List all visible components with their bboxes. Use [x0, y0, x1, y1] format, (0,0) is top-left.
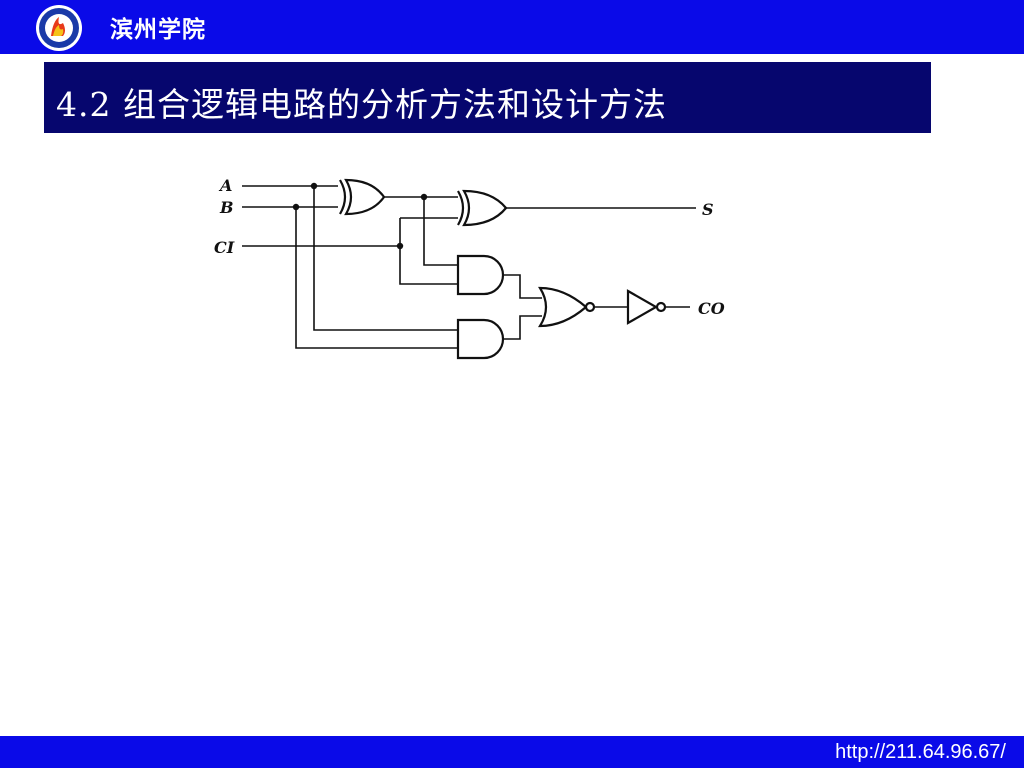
full-adder-circuit-diagram: A B CI S CO [214, 176, 725, 360]
nor-gate [538, 286, 596, 328]
wire-xor1-to-and [423, 197, 458, 266]
wire-and2-out [504, 315, 542, 340]
header-bar: 滨州学院 [0, 0, 1024, 54]
slide-title-box: 4.2 组合逻辑电路的分析方法和设计方法 [44, 62, 931, 133]
label-s: S [702, 200, 714, 219]
label-b: B [219, 198, 234, 217]
junction-b [292, 203, 300, 211]
footer-bar: http://211.64.96.67/ [0, 736, 1024, 768]
wire-a-branch [313, 186, 458, 331]
label-ci: CI [214, 238, 235, 257]
wire-b-branch [295, 207, 458, 349]
footer-url[interactable]: http://211.64.96.67/ [835, 741, 1006, 763]
university-seal-icon [36, 5, 82, 51]
not-gate [626, 289, 667, 325]
label-a: A [218, 176, 232, 195]
school-name: 滨州学院 [110, 17, 206, 43]
junction-ci [396, 242, 404, 250]
junction-xor1 [420, 193, 428, 201]
wire-ci-down [399, 218, 458, 285]
label-co: CO [698, 299, 725, 318]
wire-and1-out [504, 274, 542, 299]
junction-a [310, 182, 318, 190]
and-gate-1 [456, 254, 505, 296]
and-gate-2 [456, 318, 505, 360]
xor-gate-1 [339, 178, 386, 216]
slide-title: 4.2 组合逻辑电路的分析方法和设计方法 [56, 85, 667, 124]
xor-gate-2 [457, 189, 508, 227]
